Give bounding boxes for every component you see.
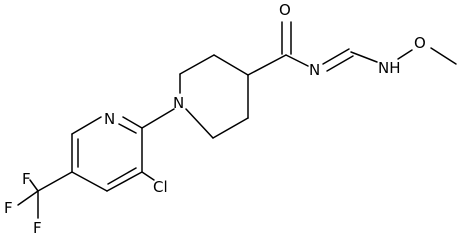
bond-imine-double-a [322,48,350,65]
bond-amide-c-n [285,54,309,67]
bond-pip-c2-n [185,108,214,139]
atom-label-amine: NH [378,59,401,77]
atom-label-pyridine-nitrogen: N [104,110,115,128]
bond-pip-c3-c2 [212,117,249,139]
bond-pyr-c4-c3-b [107,167,137,185]
bond-o-methyl [430,47,457,65]
bond-pyr-c2-n1-a [122,116,143,129]
atom-label-fluorine-1: F [22,170,31,188]
bond-imine-double-b [326,55,354,72]
atom-labels: O N NH O N N Cl F F F [4,1,426,237]
bond-cf3-f-top [29,179,39,192]
bond-ch-nh [350,51,378,63]
atom-label-methoxy-oxygen: O [414,34,426,52]
bond-n-pyridine [141,108,175,129]
atom-label-chlorine: Cl [153,178,168,196]
atom-label-carbonyl-oxygen: O [279,1,291,19]
atom-label-fluorine-3: F [33,219,42,237]
bond-c4-carbonyl [247,54,287,76]
bond-pyr-c4-c3-a [106,171,143,192]
atom-label-piperidine-nitrogen: N [173,94,184,112]
bond-pyr-n1-c6 [71,116,102,135]
bond-pip-c6-c5 [179,54,215,75]
bond-lines [17,21,457,219]
atom-label-imine-nitrogen: N [309,61,320,79]
bond-pyr-c5-c4 [71,171,108,192]
atom-label-fluorine-2: F [4,199,13,217]
bond-cf3-f-left [17,190,39,206]
bond-c3-cl [141,171,155,181]
bond-c5-cf3 [37,171,73,192]
bond-pip-c5-c4 [213,54,249,76]
bond-pyr-c2-n1-b [118,123,137,134]
bond-nh-o [397,49,413,60]
